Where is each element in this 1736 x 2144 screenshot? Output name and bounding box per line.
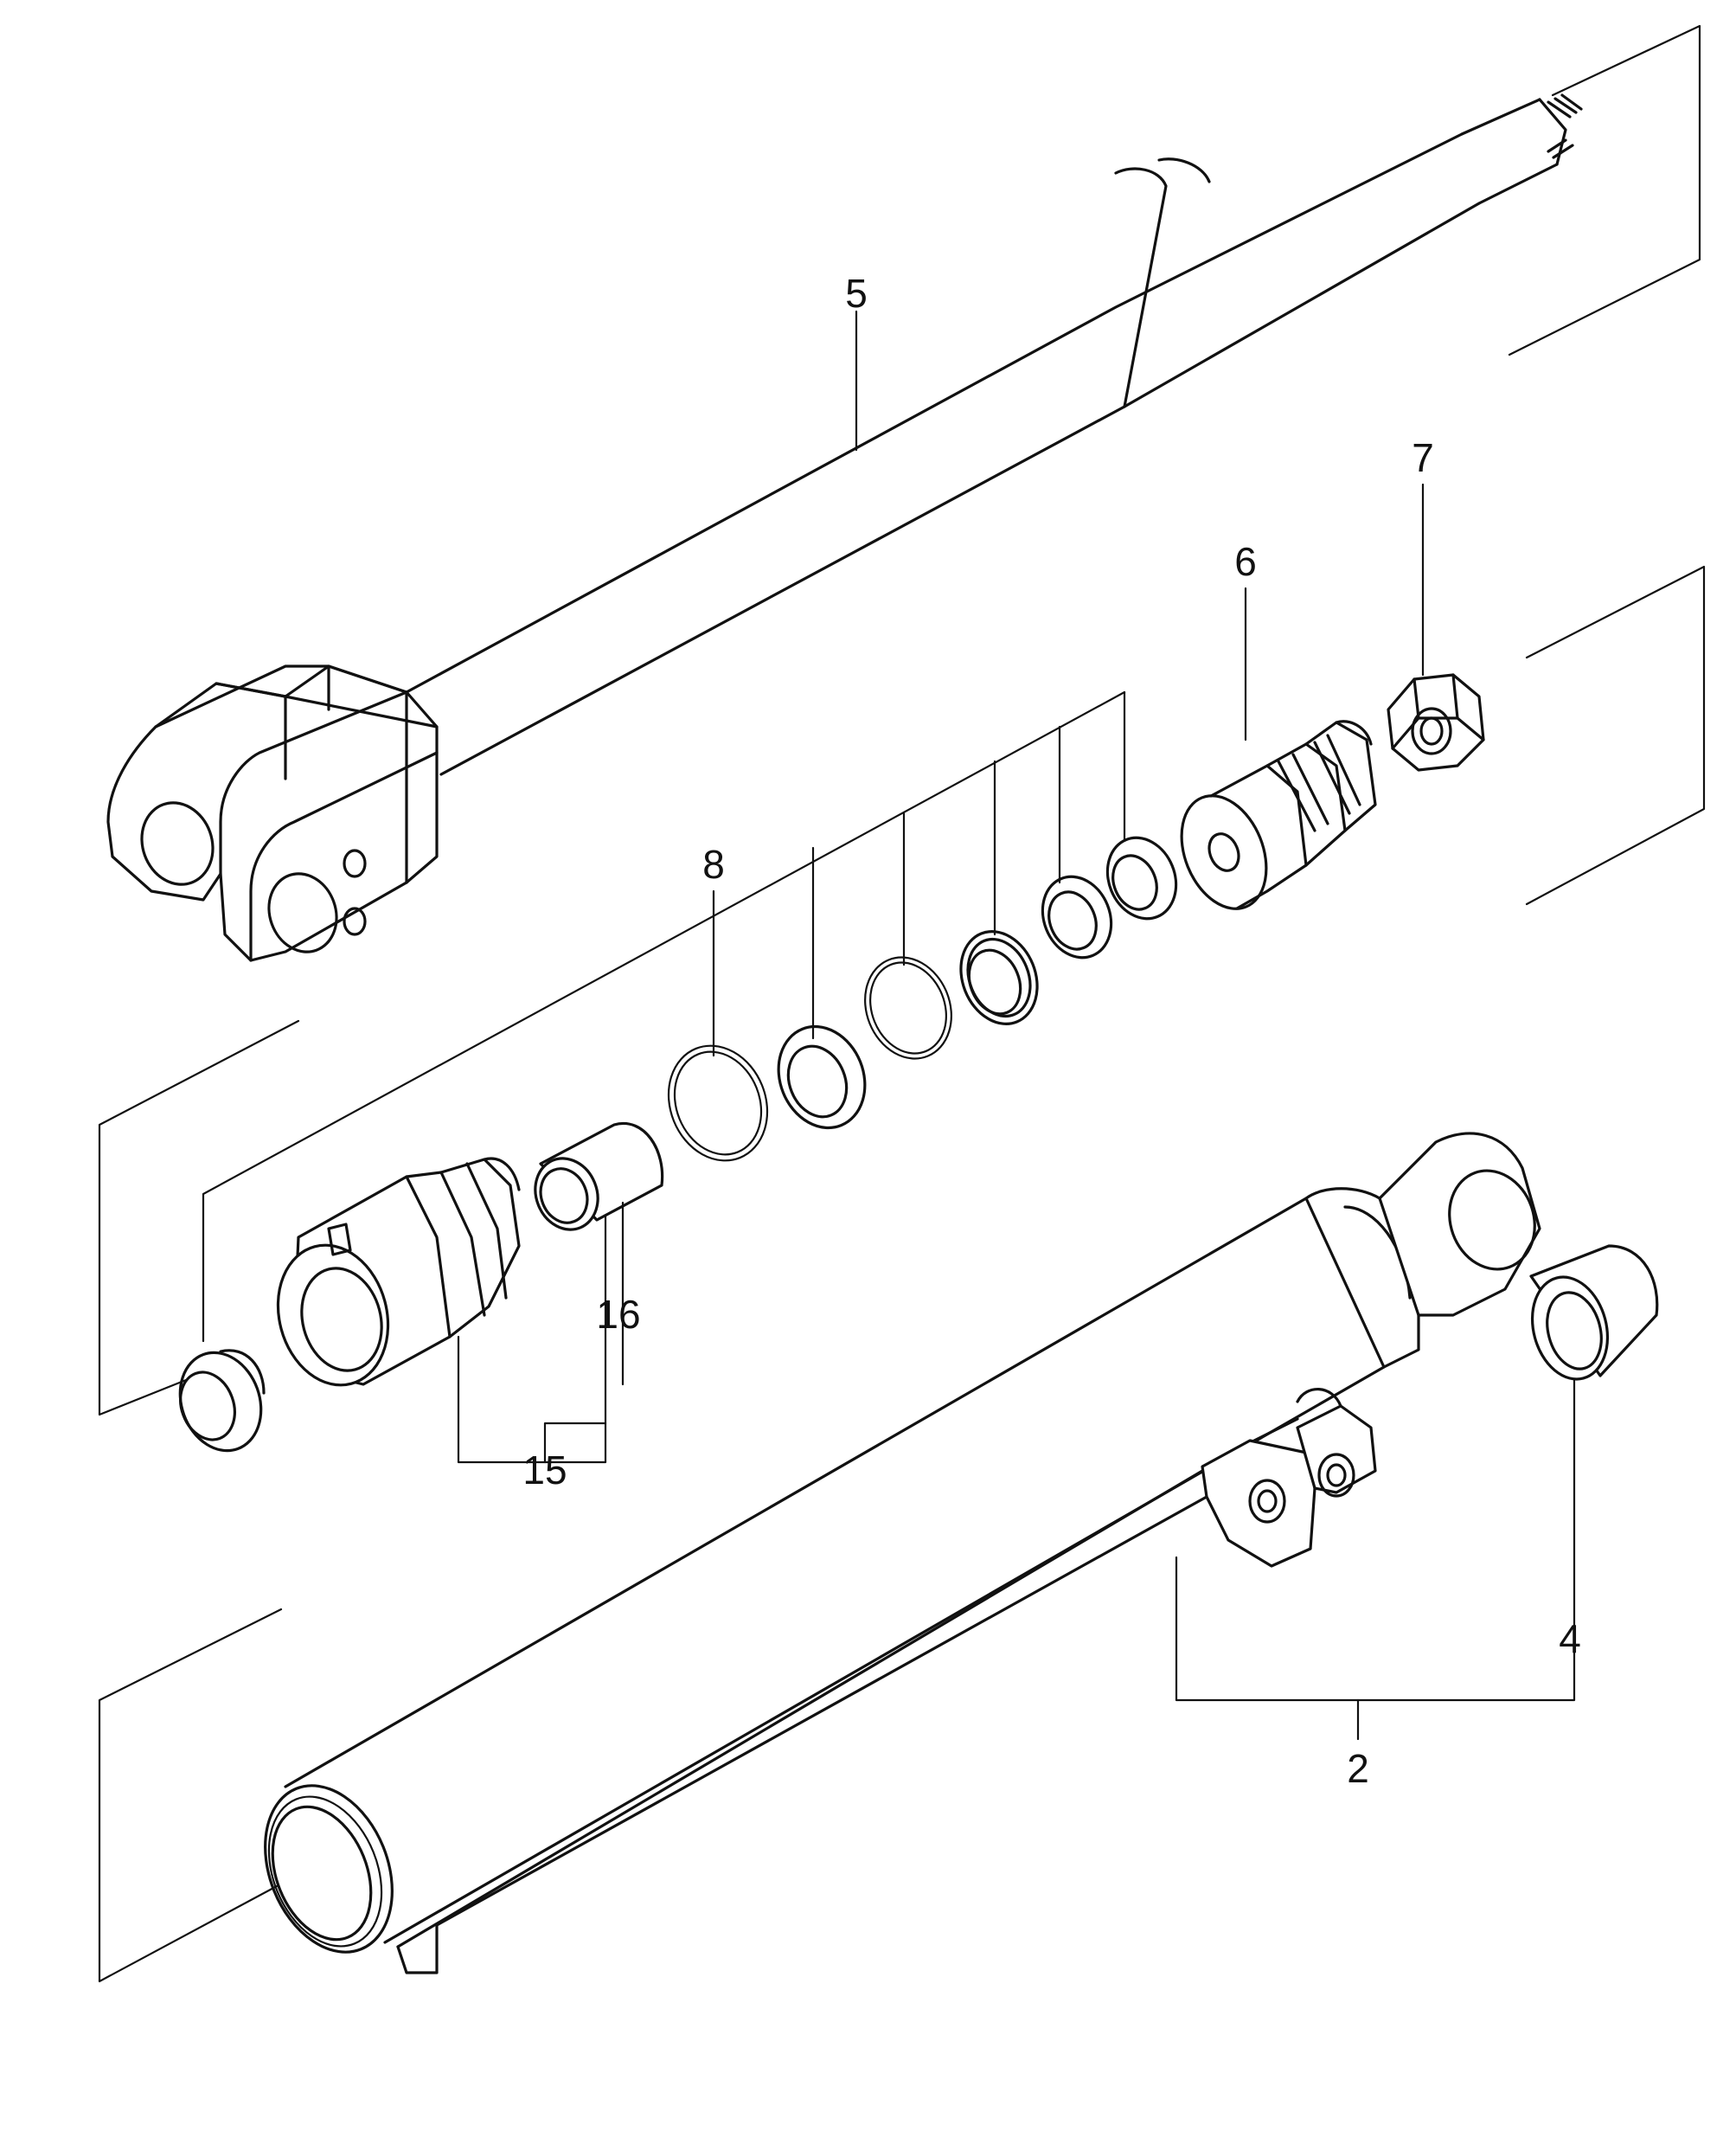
wiper-ring [178,1349,266,1453]
callout-5: 5 [845,271,868,316]
cylinder-barrel [264,1132,1541,1974]
lock-nut [1387,673,1485,772]
callout-4: 4 [1559,1616,1581,1661]
callout-7: 7 [1412,435,1434,480]
assembly-lines [98,24,1706,1983]
piston-rod [106,93,1583,962]
callout-15: 15 [522,1448,567,1492]
callout-2: 2 [1347,1746,1369,1791]
seal-kit [777,836,1178,1130]
piston [1180,720,1377,910]
callout-8: 8 [702,842,725,887]
callout-16: 16 [596,1292,640,1337]
barrel-bushing [1529,1244,1659,1381]
callout-6: 6 [1234,539,1257,584]
bushing [534,1121,664,1231]
gland [276,1157,521,1387]
o-ring [667,1044,769,1162]
